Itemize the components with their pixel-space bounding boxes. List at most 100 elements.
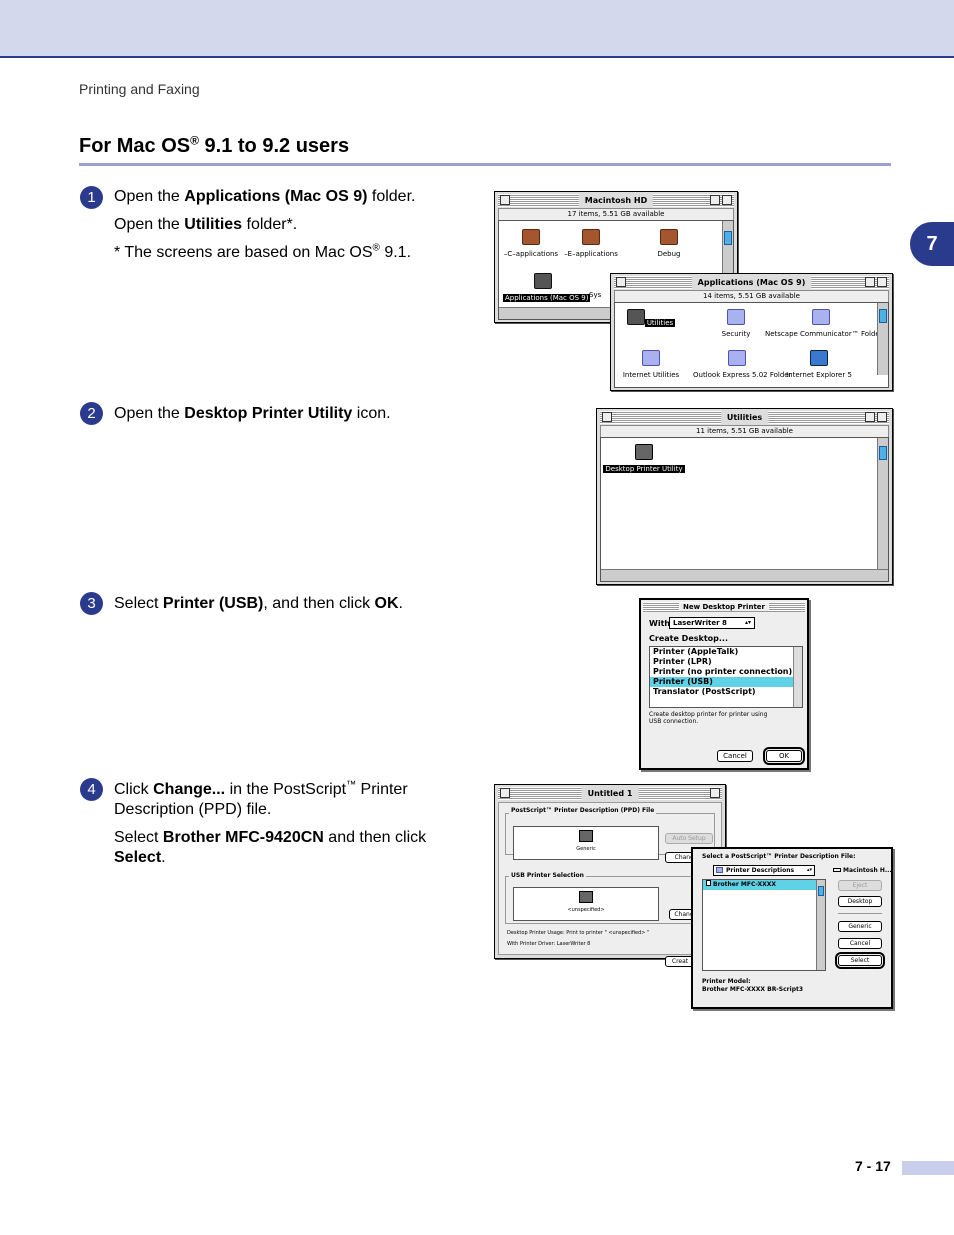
scroll-thumb[interactable] [818,886,824,896]
list-item-selected[interactable]: Brother MFC-XXXX [703,880,825,890]
close-box-icon[interactable] [602,412,612,422]
document-icon [706,880,711,886]
folder-icon [660,229,678,245]
step-1-note: * The screens are based on Mac OS® 9.1. [114,242,412,261]
collapse-box-icon[interactable] [877,412,887,422]
step-2-text: Open the Desktop Printer Utility icon. [114,405,391,422]
header-band [0,0,954,58]
applications-window[interactable]: Applications (Mac OS 9) 14 items, 5.51 G… [610,273,893,391]
folder-icon [642,350,660,366]
list-item[interactable]: Printer (AppleTalk) [653,647,739,656]
folder-item[interactable]: Sys [589,291,602,299]
step-3-text: Select Printer (USB), and then click OK. [114,595,403,612]
window-info: 17 items, 5.51 GB available [498,208,734,220]
ok-button[interactable]: OK [763,747,805,765]
desktop-printer-utility-item[interactable]: Desktop Printer Utility [601,444,687,473]
description-text: Create desktop printer for printer using… [649,711,768,725]
scroll-thumb[interactable] [724,231,732,245]
footer-bar [902,1161,954,1175]
list-item[interactable]: Translator (PostScript) [653,687,756,696]
printer-icon [579,830,593,842]
cancel-button[interactable]: Cancel [717,750,753,762]
disk-icon [833,868,841,872]
scroll-thumb[interactable] [879,446,887,460]
title-bar[interactable]: Macintosh HD [498,194,734,207]
window-title: Applications (Mac OS 9) [691,276,812,289]
untitled-printer-window[interactable]: Untitled 1 PostScript™ Printer Descripti… [494,784,726,967]
folder-item-selected[interactable]: Applications (Mac OS 9) [503,273,591,302]
step-1-text: Open the Applications (Mac OS 9) folder.… [114,187,474,271]
folder-item[interactable]: Outlook Express 5.02 Folder [693,350,791,379]
folder-item[interactable]: Debug [649,229,689,258]
ppd-box: Generic [513,826,659,860]
folder-item[interactable]: Security [697,309,775,338]
auto-setup-button[interactable]: Auto Setup [665,833,713,844]
cancel-button[interactable]: Cancel [838,938,882,949]
zoom-box-icon[interactable] [865,277,875,287]
folder-icon [812,309,830,325]
list-item[interactable]: Printer (no printer connection) [653,667,793,676]
window-info: 11 items, 5.51 GB available [600,425,889,437]
driver-popup-value: LaserWriter 8 [673,619,727,627]
list-item-selected[interactable]: Printer (USB) [650,677,802,687]
window-content: PostScript™ Printer Description (PPD) Fi… [498,802,722,967]
page-number: 7 - 17 [855,1158,891,1174]
folder-popup-value: Printer Descriptions [726,867,795,874]
zoom-box-icon[interactable] [710,195,720,205]
title-bar[interactable]: Untitled 1 [498,787,722,800]
vertical-scrollbar[interactable] [877,303,888,375]
vertical-scrollbar[interactable] [877,438,888,569]
printer-icon [635,444,653,460]
close-box-icon[interactable] [616,277,626,287]
with-label: With [649,619,671,628]
utilities-folder-icon [626,309,645,325]
folder-item-selected[interactable]: Utilities [615,309,691,327]
chapter-tab: 7 [910,222,954,266]
desktop-button[interactable]: Desktop [838,896,882,907]
close-box-icon[interactable] [500,195,510,205]
title-bar[interactable]: Applications (Mac OS 9) [614,276,889,289]
printer-type-list[interactable]: Printer (AppleTalk) Printer (LPR) Printe… [649,646,803,708]
ppd-group-label: PostScript™ Printer Description (PPD) Fi… [509,807,657,814]
ppd-file-list[interactable]: Brother MFC-XXXX [702,879,826,971]
collapse-box-icon[interactable] [722,195,732,205]
driver-popup[interactable]: LaserWriter 8 ▴▾ [669,617,755,629]
create-desktop-label: Create Desktop... [649,634,728,643]
folder-item[interactable]: Internet Explorer 5 [783,350,855,379]
collapse-box-icon[interactable] [877,277,887,287]
folder-icon [522,229,540,245]
scroll-thumb[interactable] [879,309,887,323]
dialog-title: Select a PostScript™ Printer Description… [702,853,856,860]
running-title: Printing and Faxing [79,81,200,97]
folder-item[interactable]: Netscape Communicator™ Folder [765,309,883,338]
title-bar[interactable]: Utilities [600,411,889,424]
generic-button[interactable]: Generic [838,921,882,932]
close-box-icon[interactable] [500,788,510,798]
folder-item[interactable]: Internet Utilities [615,350,691,379]
folder-item[interactable]: –C–applications [499,229,573,258]
divider [838,913,882,914]
vertical-scrollbar[interactable] [722,221,733,307]
eject-button[interactable]: Eject [838,880,882,891]
applications-folder-icon [534,273,552,289]
list-item[interactable]: Printer (LPR) [653,657,712,666]
title-text: For Mac OS [79,135,191,157]
macintosh-hd-window[interactable]: Macintosh HD 17 items, 5.51 GB available… [494,191,738,323]
usb-group-label: USB Printer Selection [509,872,586,879]
usage-text: Desktop Printer Usage: Print to printer … [507,930,650,936]
list-scrollbar[interactable] [793,647,802,707]
model-label: Printer Model: [702,978,751,985]
new-desktop-printer-dialog[interactable]: New Desktop Printer With LaserWriter 8 ▴… [639,598,809,770]
zoom-box-icon[interactable] [865,412,875,422]
folder-popup[interactable]: Printer Descriptions ▴▾ [713,865,815,876]
select-button[interactable]: Select [835,952,885,969]
dialog-title-bar: New Desktop Printer [643,602,805,612]
utilities-window[interactable]: Utilities 11 items, 5.51 GB available De… [596,408,893,585]
folder-item[interactable]: –E–applications [549,229,633,258]
collapse-box-icon[interactable] [710,788,720,798]
step-4-number: 4 [80,778,103,801]
horizontal-scrollbar[interactable] [601,569,888,581]
list-scrollbar[interactable] [816,880,825,970]
folder-icon [727,309,745,325]
select-ppd-dialog[interactable]: Select a PostScript™ Printer Description… [691,847,893,1009]
